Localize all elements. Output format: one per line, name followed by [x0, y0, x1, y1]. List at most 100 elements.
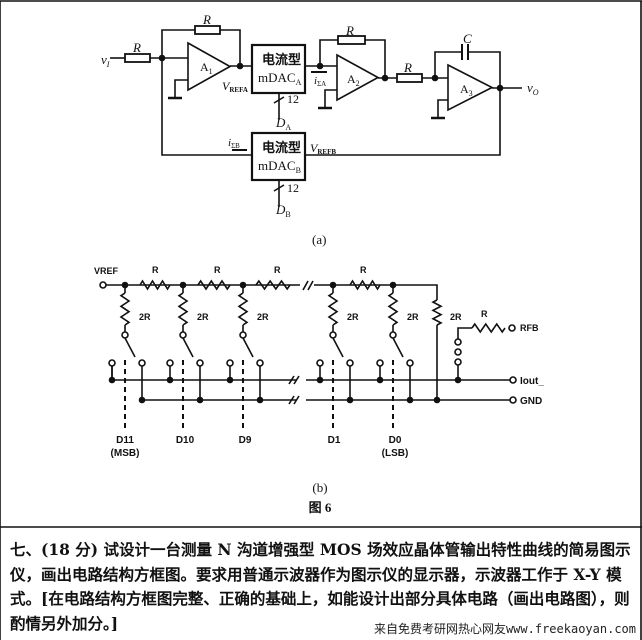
terminal	[99, 281, 107, 289]
r-feedback2-label: R	[345, 23, 354, 38]
resistor	[396, 73, 423, 83]
terminal	[508, 324, 516, 332]
bit-label: D1	[328, 435, 341, 446]
wire	[324, 89, 337, 108]
amp-a1-label: A1	[200, 60, 213, 76]
vrefb-label: VREFB	[310, 141, 336, 156]
break-mark	[288, 395, 295, 405]
series-r-label: R	[360, 265, 367, 275]
resistor	[119, 292, 131, 326]
op-amp	[447, 63, 494, 112]
wire	[457, 327, 472, 339]
op-amp	[187, 41, 232, 92]
terminal	[138, 359, 146, 367]
shunt-r-label: 2R	[257, 312, 269, 322]
isb-label: iΣB	[228, 137, 240, 150]
wire	[468, 51, 501, 88]
resistor	[194, 25, 221, 35]
dac-b-type: 电流型	[262, 140, 301, 155]
terminal	[346, 359, 354, 367]
shunt-r-label: 2R	[407, 312, 419, 322]
bit-label: D10	[176, 435, 195, 446]
terminal	[454, 348, 462, 356]
figure-title: 图 6	[309, 500, 332, 515]
resistor	[197, 279, 231, 291]
junction-dot	[236, 62, 244, 70]
terminal	[454, 338, 462, 346]
terminal	[454, 358, 462, 366]
caption-b: (b)	[312, 480, 327, 495]
switch	[124, 337, 136, 358]
resistor	[177, 292, 189, 326]
switch	[182, 337, 194, 358]
rfb-label: RFB	[520, 323, 539, 333]
switch	[392, 337, 404, 358]
switch	[332, 337, 344, 358]
break-mark	[288, 375, 295, 385]
question-text: 七、(18 分) 试设计一台测量 N 沟道增强型 MOS 场效应晶体管输出特性曲…	[10, 540, 631, 633]
wire	[220, 29, 241, 66]
terminal	[406, 359, 414, 367]
junction-dot	[454, 376, 462, 384]
caption-a: (a)	[312, 232, 326, 247]
wire	[305, 88, 501, 156]
r-series-label: R	[403, 60, 412, 75]
op-amp	[336, 53, 380, 102]
shunt-r-label: 2R	[197, 312, 209, 322]
terminal	[389, 331, 397, 339]
wire	[365, 39, 386, 78]
wire	[434, 51, 462, 78]
amp-a3-label: A3	[460, 82, 473, 98]
da-label: DA	[275, 115, 291, 132]
terminal	[239, 331, 247, 339]
terminal	[256, 359, 264, 367]
r-feedback1-label: R	[202, 12, 211, 27]
terminal	[226, 359, 234, 367]
terminal	[316, 359, 324, 367]
terminal	[108, 359, 116, 367]
bit-note: (MSB)	[111, 448, 140, 459]
resistor	[255, 279, 291, 291]
shunt-r-label: 2R	[347, 312, 359, 322]
break-mark	[307, 280, 314, 291]
resistor	[139, 279, 171, 291]
wire	[437, 99, 448, 118]
iout-label: Iout_	[520, 376, 544, 387]
dac-b-bits: 12	[287, 181, 299, 195]
watermark: 来自免费考研网热心网友www.freekaoyan.com	[373, 620, 636, 637]
dac-a-bits: 12	[287, 92, 299, 106]
resistor	[431, 299, 443, 326]
output-label: vO	[527, 80, 539, 97]
wire	[273, 184, 285, 192]
vrefa-label: VREFA	[222, 79, 248, 94]
break-mark	[293, 395, 300, 405]
series-r-label: R	[152, 265, 159, 275]
bit-note: (LSB)	[382, 448, 409, 459]
resistor	[387, 292, 399, 326]
feedback-r-label: R	[481, 309, 488, 319]
terminal	[509, 396, 517, 404]
wire	[273, 96, 285, 104]
shunt-r-label: 2R	[450, 312, 462, 322]
terminal	[376, 359, 384, 367]
gnd-label: GND	[520, 396, 542, 407]
series-r-label: R	[214, 265, 221, 275]
terminal	[121, 331, 129, 339]
wire	[161, 29, 195, 58]
resistor	[327, 292, 339, 326]
terminal	[509, 376, 517, 384]
figure-a-labels: vI R R R R C vO A1 A2 A3 电流型 mDACA VREFA…	[101, 12, 539, 247]
capacitor-label: C	[463, 31, 472, 46]
wire	[111, 366, 296, 381]
resistor	[471, 322, 506, 334]
resistor	[124, 53, 151, 63]
wire	[161, 58, 252, 156]
terminal	[166, 359, 174, 367]
resistor	[237, 292, 249, 326]
shunt-r-label: 2R	[139, 312, 151, 322]
r-input-label: R	[132, 40, 141, 55]
wire	[319, 39, 338, 66]
bit-label: D0	[389, 435, 402, 446]
bit-label: D11	[116, 435, 134, 446]
switch	[242, 337, 254, 358]
